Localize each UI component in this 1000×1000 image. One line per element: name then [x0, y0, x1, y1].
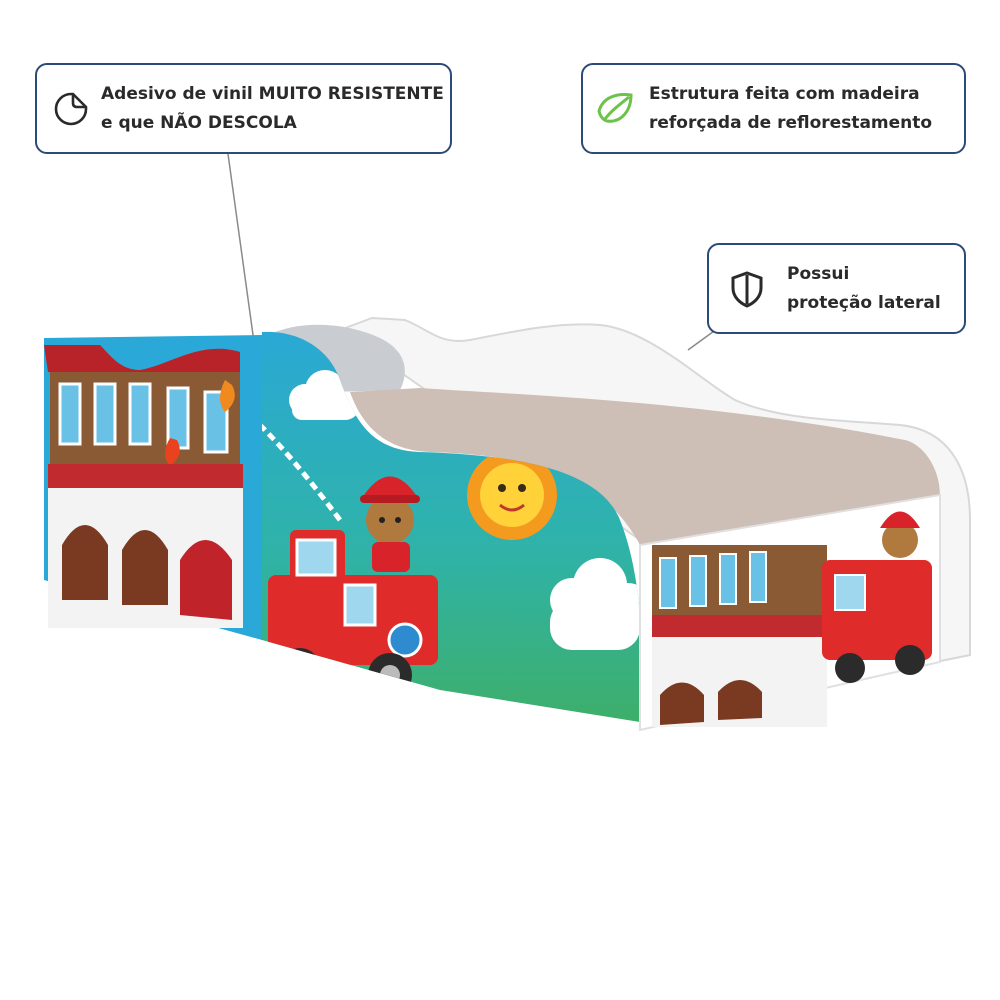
shield-icon: [725, 270, 769, 308]
mattress: [350, 388, 940, 545]
footboard-fire-station: [639, 493, 941, 732]
callout-line: reforçada de reflorestamento: [649, 112, 933, 133]
callout-line: Estrutura feita com madeira: [649, 83, 920, 104]
leaf-icon: [593, 91, 637, 127]
sun: [467, 450, 557, 540]
callout-line: Possui: [787, 263, 850, 284]
cloud-top: [289, 370, 360, 420]
headboard-fire-station: [44, 335, 262, 640]
callout-line: Adesivo de vinil MUITO RESISTENTE: [101, 83, 444, 104]
callout-wood-structure: Estrutura feita com madeira reforçada de…: [581, 63, 966, 154]
callout-vinyl-sticker: Adesivo de vinil MUITO RESISTENTE e que …: [35, 63, 452, 154]
sticker-icon: [49, 91, 93, 127]
bear-firefighter: [360, 476, 420, 572]
callout-side-protection: Possui proteção lateral: [707, 243, 966, 334]
water-spray: [262, 423, 342, 522]
callout-line: proteção lateral: [787, 292, 941, 313]
callout-line: e que NÃO DESCOLA: [101, 112, 297, 133]
